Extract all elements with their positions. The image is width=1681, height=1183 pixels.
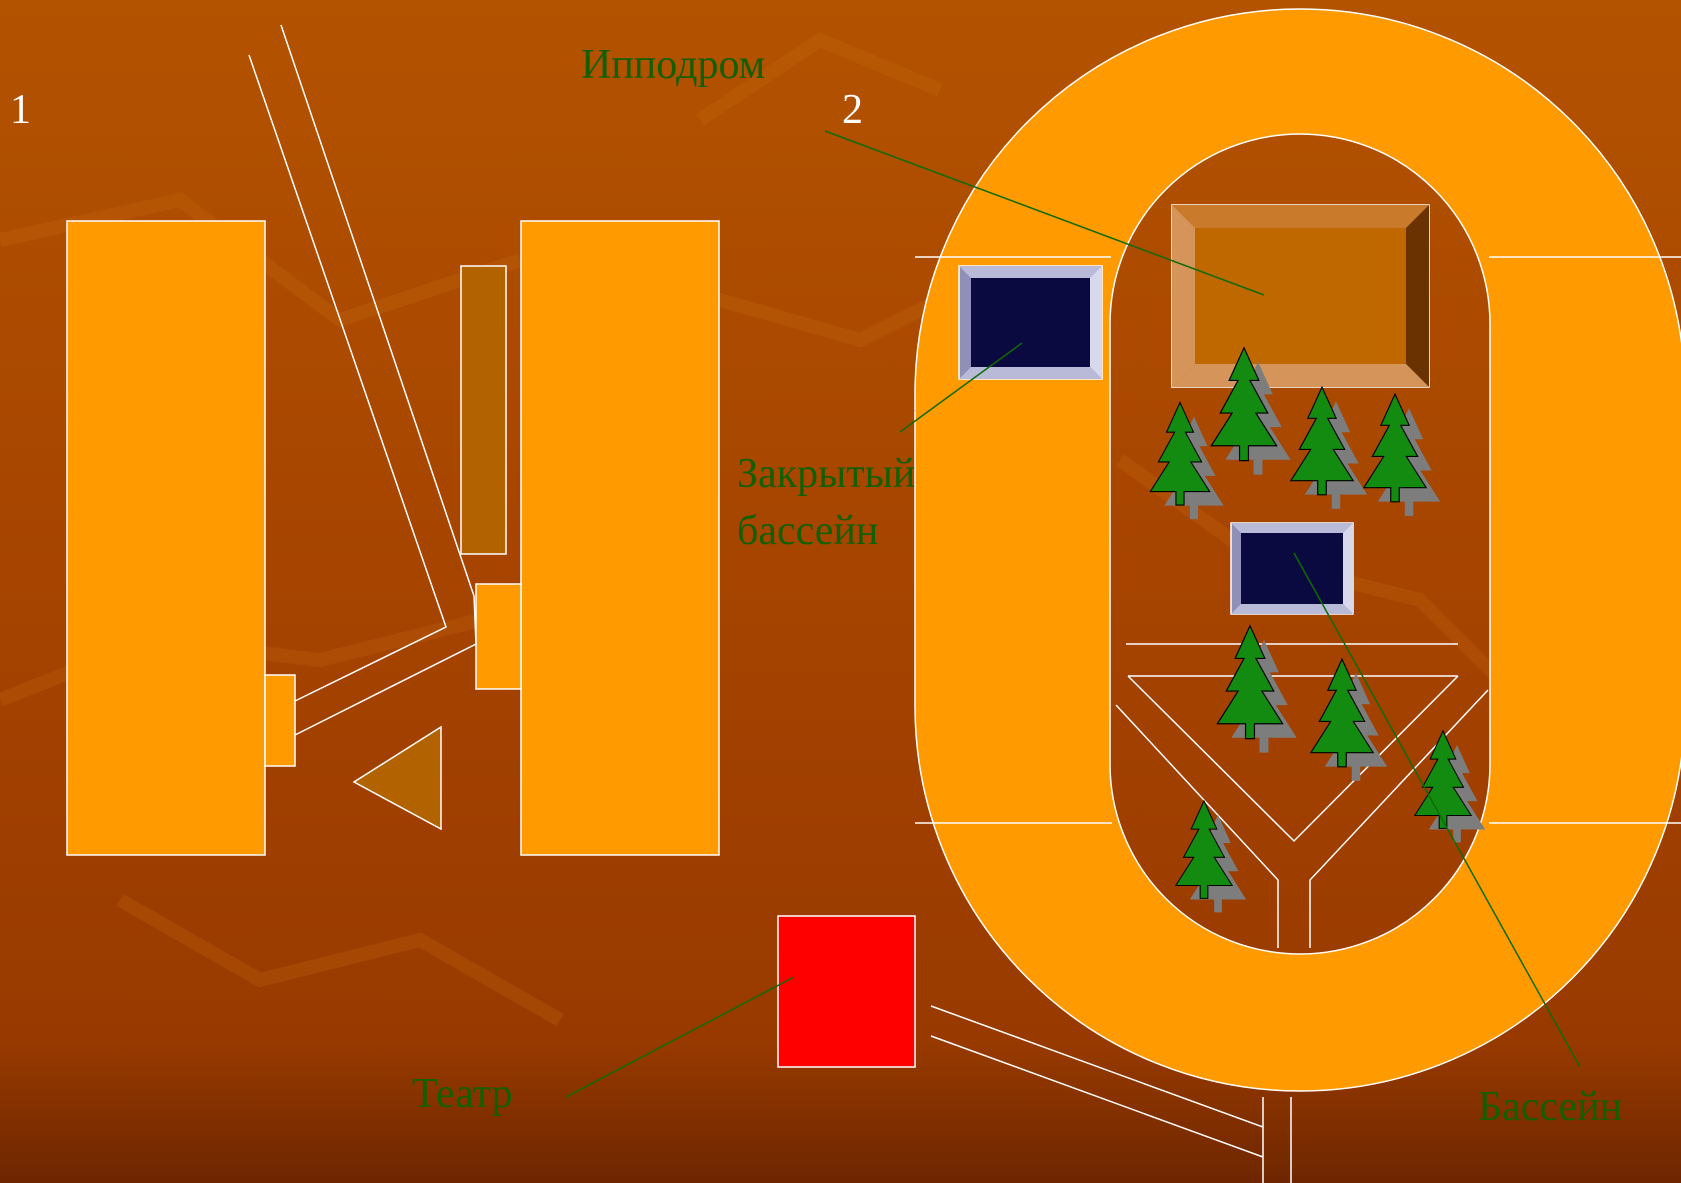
label-pool: Бассейн [1478, 1084, 1622, 1130]
hippodrome-building [1171, 204, 1430, 388]
connector-center [475, 583, 522, 690]
label-hippodrome: Ипподром [581, 42, 765, 88]
annex-dark [460, 265, 507, 555]
leader-hippodrome [824, 130, 1265, 296]
leader-theatre [565, 976, 795, 1098]
theatre-building [777, 915, 916, 1068]
indoor-pool [958, 265, 1103, 380]
label-indoor-pool-line2: бассейн [737, 508, 878, 554]
outdoor-pool [1230, 522, 1354, 615]
label-number-1: 1 [10, 87, 31, 133]
building-left [66, 220, 266, 856]
leader-lines [565, 130, 1581, 1098]
label-number-2: 2 [842, 87, 863, 133]
leader-pool [1293, 552, 1581, 1068]
road-left [248, 24, 477, 736]
road-bottom [930, 1005, 1292, 1183]
triangle-marker [352, 725, 442, 831]
leader-indoor-pool [899, 342, 1023, 433]
connector-left [264, 674, 296, 767]
building-center [520, 220, 720, 856]
label-indoor-pool-line1: Закрытый [737, 451, 915, 497]
label-theatre: Театр [412, 1071, 513, 1117]
